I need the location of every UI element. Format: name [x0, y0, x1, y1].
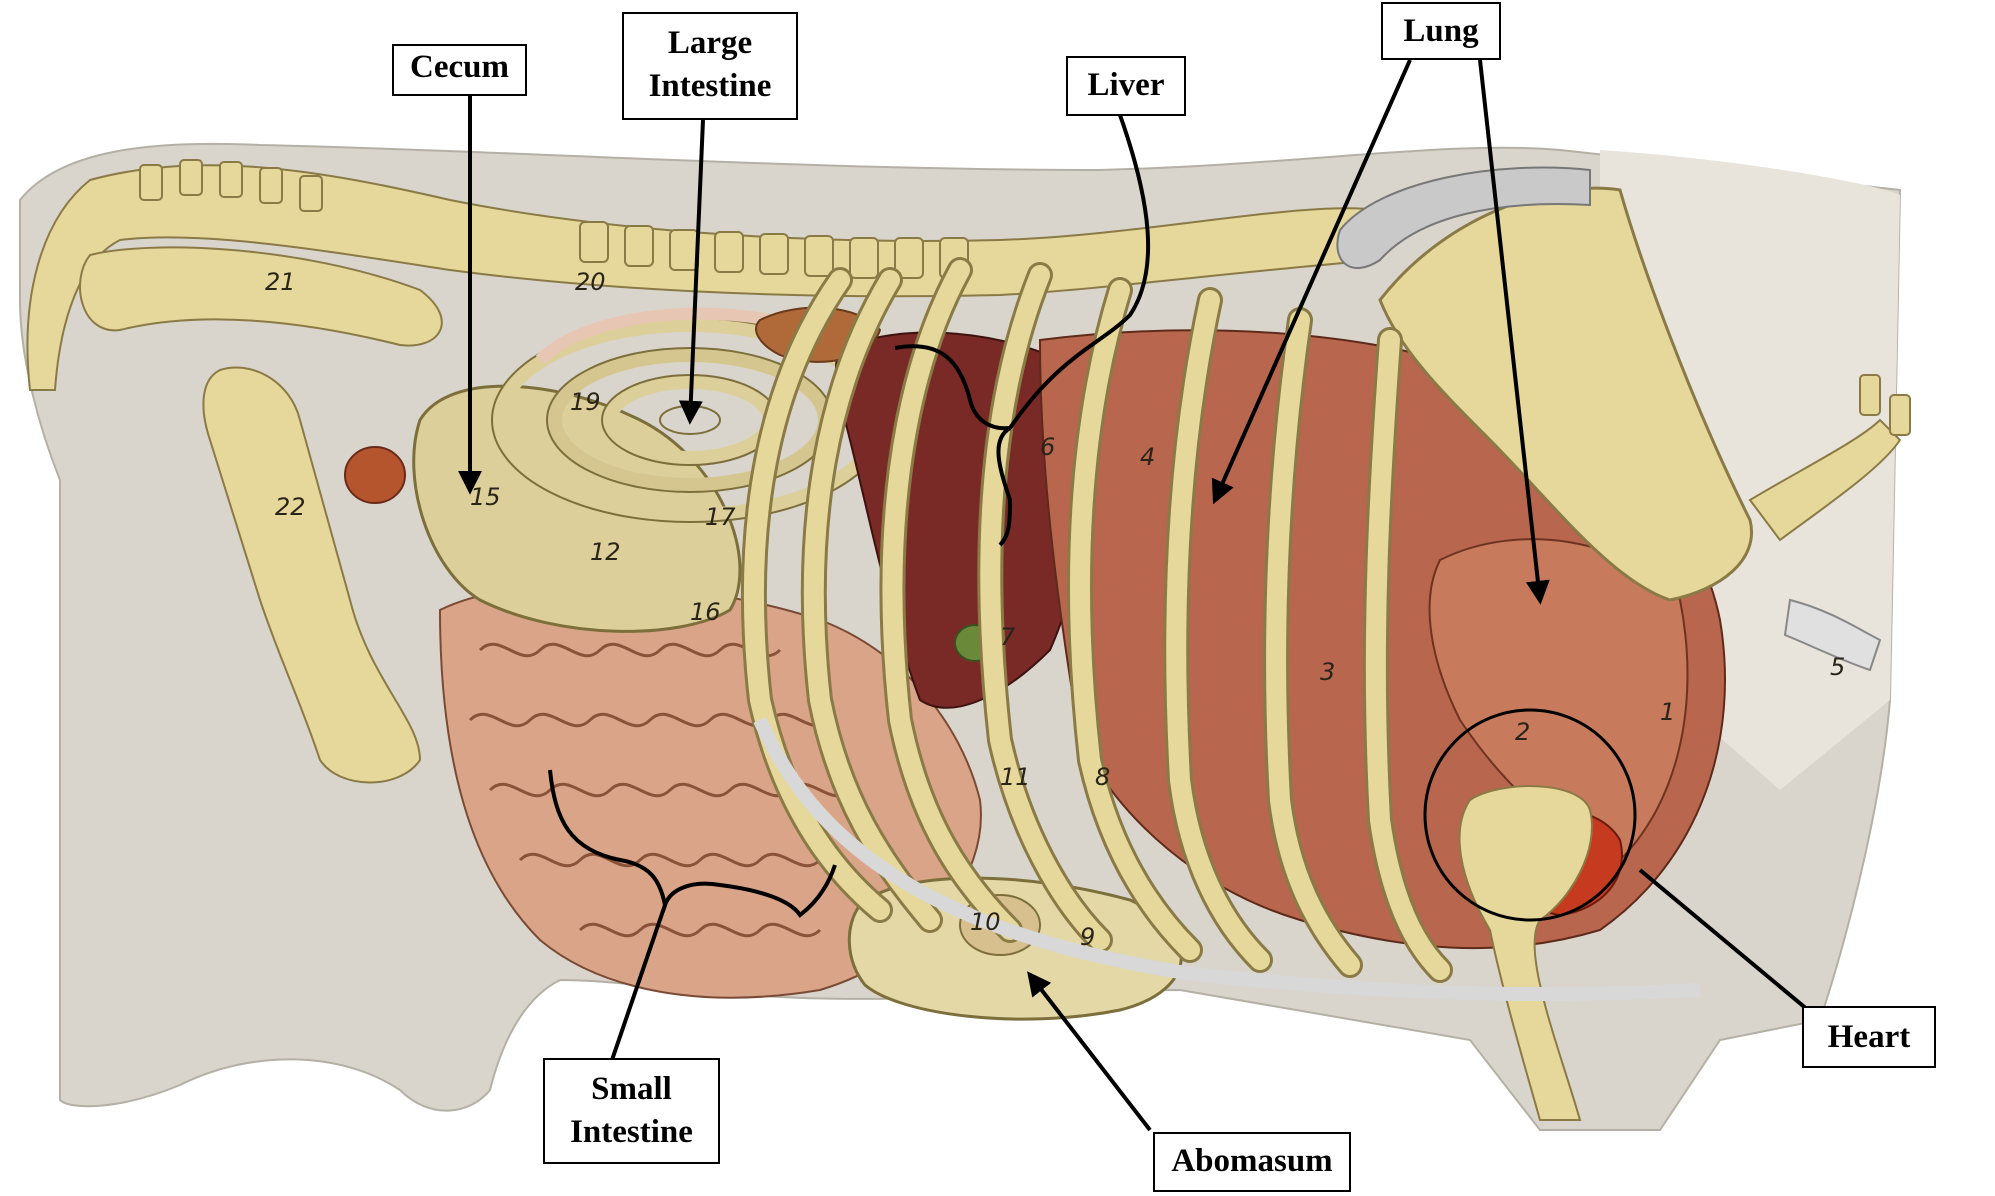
number-20: 20: [575, 268, 606, 296]
number-8: 8: [1095, 763, 1110, 791]
number-7: 7: [1000, 623, 1016, 651]
number-10: 10: [970, 908, 1001, 936]
large-intestine-label-line1: Large: [624, 22, 796, 65]
liver-label: Liver: [1066, 56, 1186, 116]
number-3: 3: [1320, 658, 1335, 686]
number-1: 1: [1660, 698, 1675, 726]
large-intestine-label: Large Intestine: [622, 12, 798, 120]
number-2: 2: [1515, 718, 1530, 746]
large-intestine-label-line2: Intestine: [624, 65, 796, 108]
abomasum-label-text: Abomasum: [1155, 1140, 1349, 1183]
liver-label-text: Liver: [1068, 64, 1184, 107]
small-intestine-label-line2: Intestine: [545, 1111, 718, 1154]
number-5: 5: [1830, 653, 1845, 681]
number-4: 4: [1140, 443, 1155, 471]
number-16: 16: [690, 598, 721, 626]
lung-label-text: Lung: [1383, 10, 1499, 53]
small-intestine-label-line1: Small: [545, 1068, 718, 1111]
number-9: 9: [1080, 923, 1095, 951]
lung-label: Lung: [1381, 2, 1501, 60]
cecum-label: Cecum: [392, 44, 527, 96]
cecum-label-text: Cecum: [394, 46, 525, 89]
heart-label: Heart: [1802, 1006, 1936, 1068]
number-19: 19: [570, 388, 601, 416]
small-intestine-label: Small Intestine: [543, 1058, 720, 1164]
abomasum-label: Abomasum: [1153, 1132, 1351, 1192]
number-15: 15: [470, 483, 501, 511]
number-11: 11: [1000, 763, 1031, 791]
number-6: 6: [1040, 433, 1055, 461]
heart-label-text: Heart: [1804, 1016, 1934, 1059]
number-21: 21: [265, 268, 296, 296]
number-12: 12: [590, 538, 621, 566]
number-22: 22: [275, 493, 306, 521]
number-17: 17: [705, 503, 736, 531]
